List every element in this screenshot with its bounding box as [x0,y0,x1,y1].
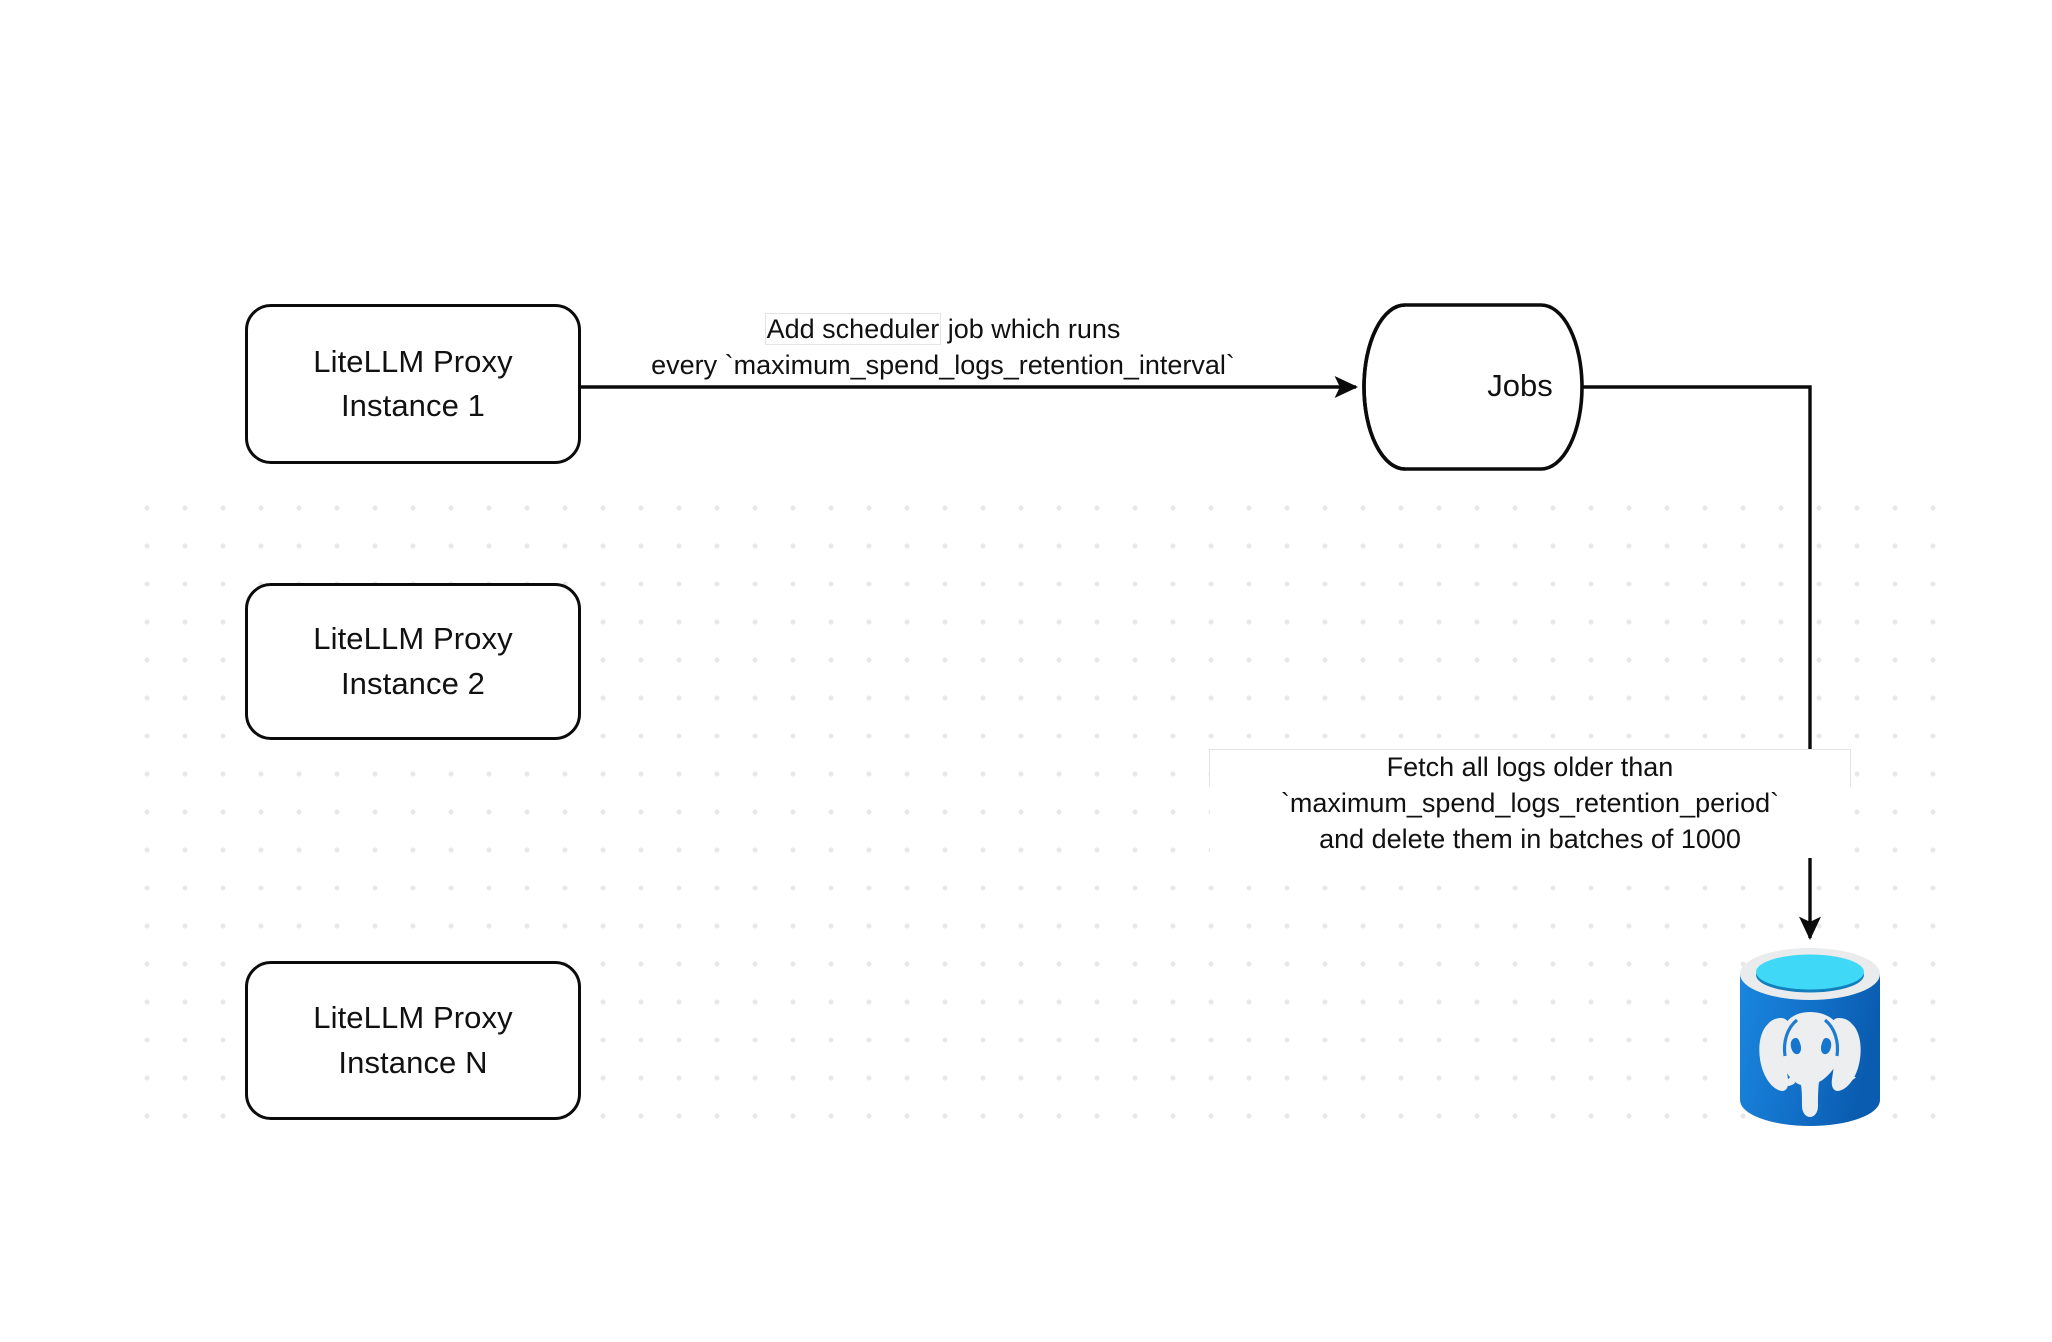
edge-label-fetch-and-delete: Fetch all logs older than `maximum_spend… [1210,750,1850,858]
edge-label-highlight: Add scheduler [765,314,941,344]
jobs-cylinder-shape [1362,303,1584,471]
postgres-icon [1740,948,1880,1126]
edge-label-line-3: and delete them in batches of 1000 [1210,821,1850,858]
node-label-line-2: Instance N [338,1044,488,1080]
node-label-line-1: LiteLLM Proxy [313,343,513,379]
node-postgres-database[interactable] [1737,948,1883,1128]
node-jobs-label: Jobs [1487,368,1553,403]
edge-label-line-1: Fetch all logs older than [1210,750,1850,786]
node-label-line-2: Instance 2 [340,665,486,701]
node-litellm-proxy-instance-n[interactable]: LiteLLM Proxy Instance N [245,961,581,1120]
node-litellm-proxy-instance-2[interactable]: LiteLLM Proxy Instance 2 [245,583,581,740]
edge-label-rest: job which runs [940,314,1121,344]
postgres-elephant-glyph [1759,1012,1861,1117]
edge-label-line-2: `maximum_spend_logs_retention_period` [1210,785,1850,822]
edge-label-highlight: Fetch all logs older than [1210,750,1850,786]
edge-label-line-2: every `maximum_spend_logs_retention_inte… [651,349,1235,380]
node-litellm-proxy-instance-1[interactable]: LiteLLM Proxy Instance 1 [245,304,581,464]
node-label-line-2: Instance 1 [340,388,486,423]
edge-label-line-1: Add scheduler job which runs [548,312,1338,348]
edge-label-add-scheduler-job: Add scheduler job which runs every `maxi… [548,312,1338,384]
node-label-line-1: LiteLLM Proxy [313,621,513,657]
node-label-line-1: LiteLLM Proxy [313,1000,513,1036]
